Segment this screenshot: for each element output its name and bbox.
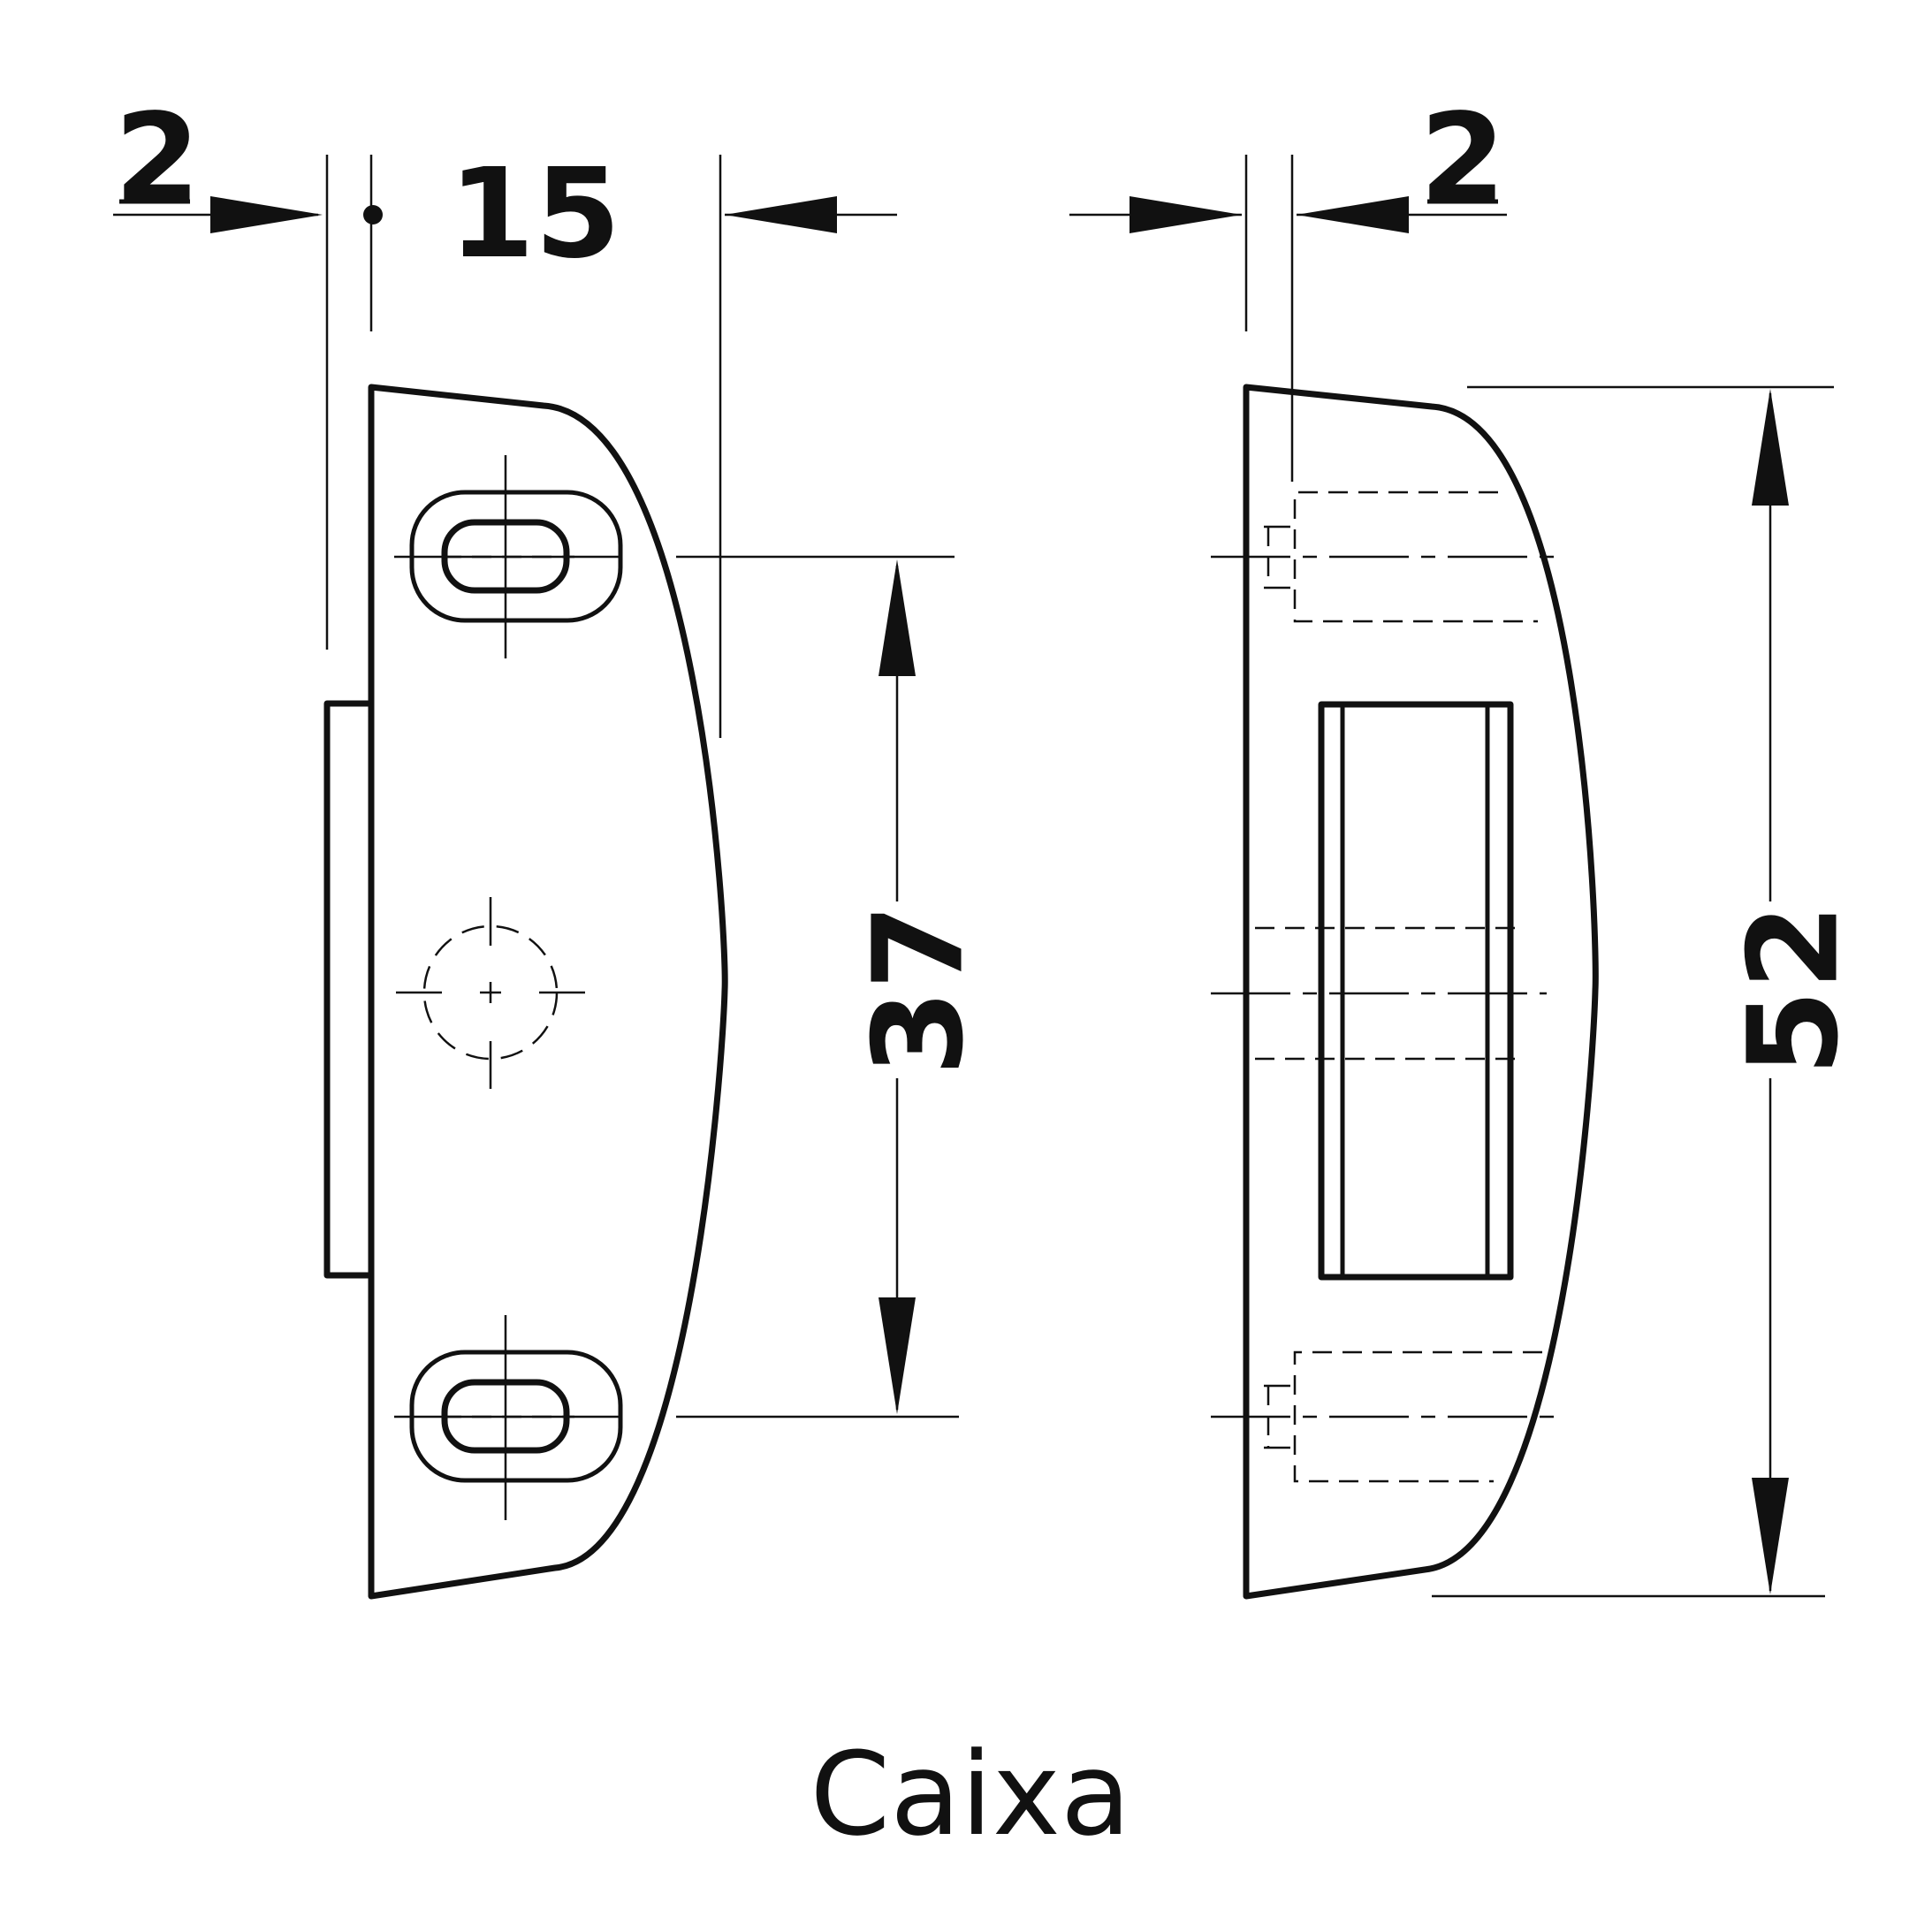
dimension-side-offset: 2 [1419,87,1505,232]
side-bottom-hidden-boss [1211,1350,1560,1483]
dimension-dot [363,205,383,224]
front-view: 2 15 37 [113,87,992,1600]
front-top-slot [394,455,623,658]
front-body-outline [368,384,728,1600]
arrow-37-up [879,559,916,676]
front-center-hole [396,897,585,1089]
side-center-hidden-bore [1211,926,1547,1061]
dimension-front-offset: 2 [114,87,200,232]
dimension-side-height: 52 [1723,904,1867,1076]
arrow-37-down [879,1297,916,1414]
front-back-flange [323,700,371,1279]
arrow-side-left [1130,196,1242,233]
dimension-front-width: 15 [449,142,621,286]
side-view: 2 52 [1069,87,1867,1600]
arrow-side-right [1297,196,1409,233]
side-top-hidden-boss [1211,491,1560,623]
arrow-15-right [725,196,837,233]
arrow-2-left [210,196,323,233]
dimension-hole-spacing: 37 [848,904,992,1076]
caption-label: Caixa [810,1727,1130,1861]
side-body-outline [1243,384,1599,1600]
arrow-52-down [1752,1478,1789,1594]
arrow-52-up [1752,389,1789,506]
front-bottom-slot [394,1315,623,1520]
side-magnet-window [1318,701,1514,1281]
